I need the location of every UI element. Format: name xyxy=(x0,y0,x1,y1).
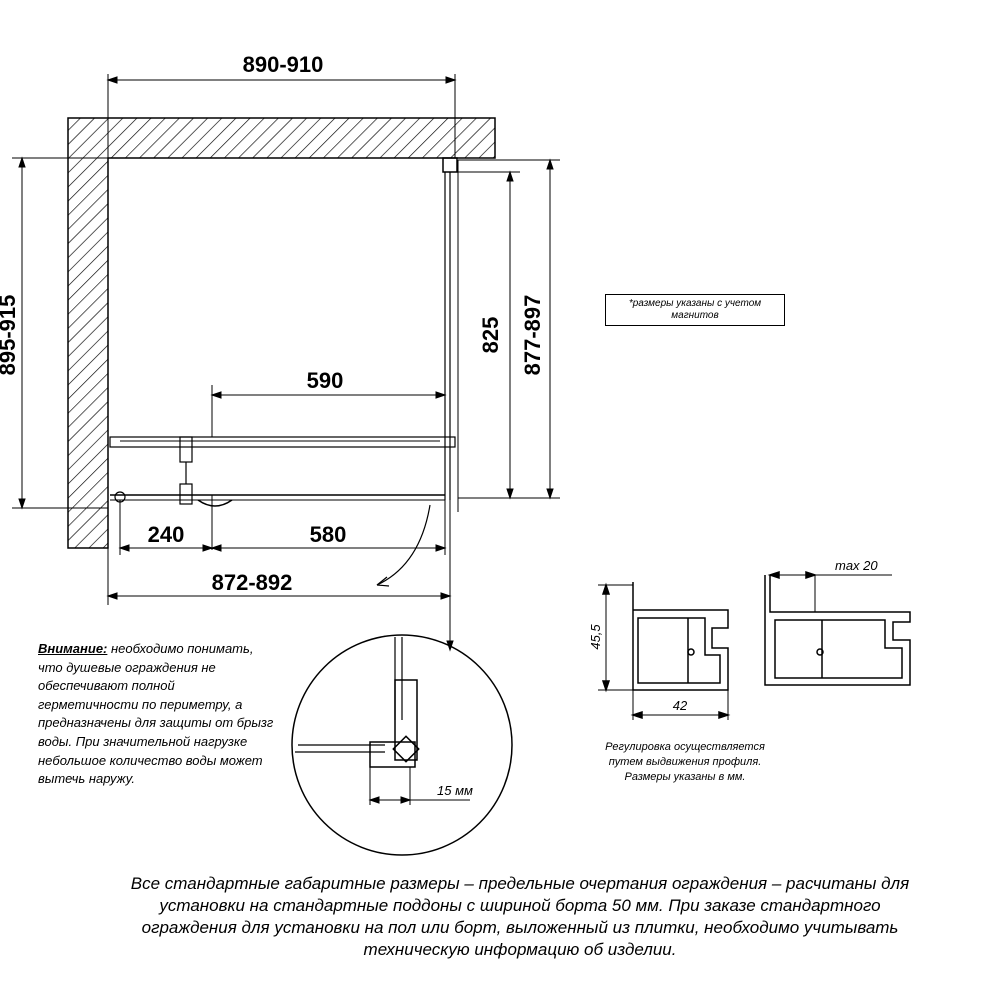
dim-bottom-width: 872-892 xyxy=(212,570,293,595)
dim-bottom-panel: 580 xyxy=(310,522,347,547)
bottom-note: Все стандартные габаритные размеры – пре… xyxy=(130,874,910,959)
magnets-note: *размеры указаны с учетом магнитов xyxy=(605,294,785,326)
dim-right-height: 877-897 xyxy=(520,295,545,376)
warning-heading: Внимание: xyxy=(38,641,108,656)
dim-top-width: 890-910 xyxy=(243,52,324,77)
profile-section-left xyxy=(598,582,731,720)
warning-note: Внимание: необходимо понимать, что душев… xyxy=(38,640,278,789)
dim-inner-height: 825 xyxy=(478,317,503,354)
magnets-note-line2: магнитов xyxy=(671,310,719,321)
warning-text: необходимо понимать, что душевые огражде… xyxy=(38,641,274,787)
profile-section-right xyxy=(764,570,911,686)
dim-left-offset: 240 xyxy=(148,522,185,547)
dim-left-height: 895-915 xyxy=(0,295,20,376)
magnets-note-line1: *размеры указаны с учетом xyxy=(628,298,762,309)
adjust-note-line2: путем выдвижения профиля. xyxy=(608,756,762,768)
dim-profile-width: 42 xyxy=(673,698,688,713)
dim-profile-height: 45,5 xyxy=(588,624,603,650)
wall-hatching xyxy=(67,117,496,549)
adjust-note-line3: Размеры указаны в мм. xyxy=(624,771,746,783)
adjust-note-line1: Регулировка осуществляется xyxy=(605,741,765,753)
dim-door-width: 590 xyxy=(307,368,344,393)
adjust-note: Регулировка осуществляется путем выдвиже… xyxy=(570,740,800,785)
detail-circle xyxy=(291,634,513,856)
dim-detail-gap: 15 мм xyxy=(437,783,473,798)
enclosure-outline xyxy=(109,157,459,587)
dimension-lines xyxy=(12,74,560,652)
dim-max-adjust: max 20 xyxy=(835,558,878,573)
